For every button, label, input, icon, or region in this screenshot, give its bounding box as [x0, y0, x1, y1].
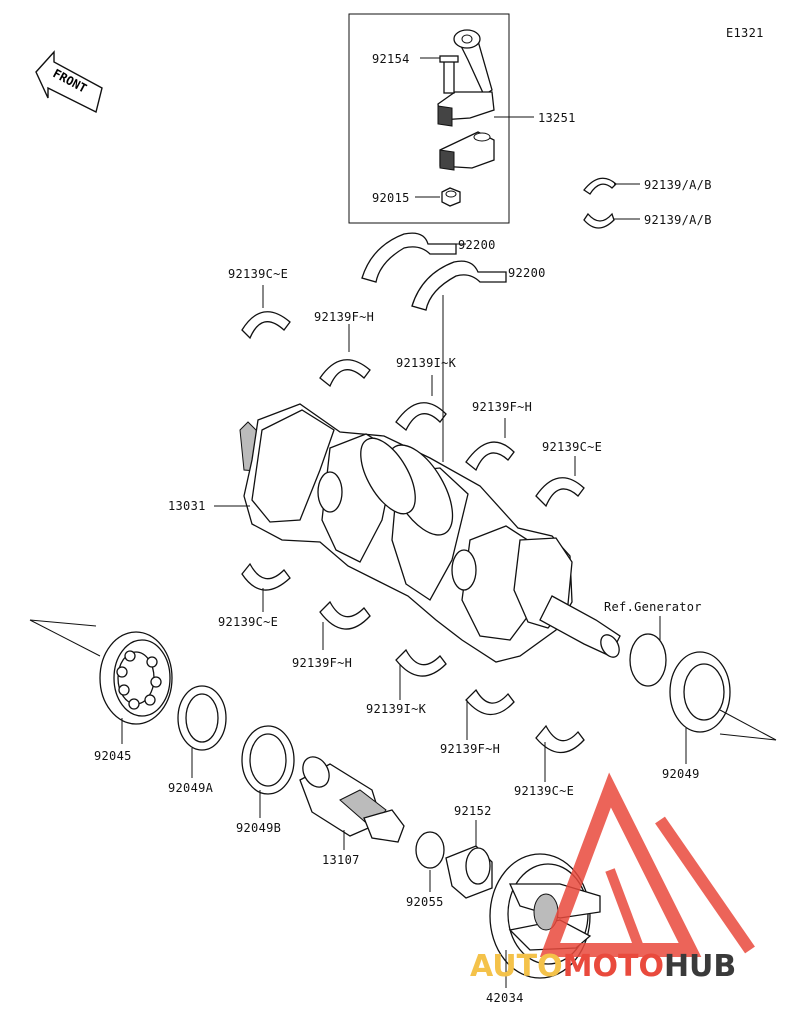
label-92154: 92154 — [372, 52, 410, 66]
watermark-moto: MOTO — [562, 949, 664, 984]
label-92139ik-1: 92139I~K — [396, 356, 457, 370]
label-92152: 92152 — [454, 804, 492, 818]
front-arrow-icon: FRONT — [35, 50, 103, 114]
label-13031: 13031 — [168, 499, 206, 513]
label-92139ce-2: 92139C~E — [542, 440, 603, 454]
label-92139fh-2: 92139F~H — [472, 400, 533, 414]
connecting-rod-box — [348, 13, 510, 224]
connecting-rod-icon — [437, 29, 495, 207]
oil-seal-icon — [629, 633, 731, 733]
label-92139ab-2: 92139/A/B — [644, 213, 712, 227]
label-92139fh-1: 92139F~H — [314, 310, 375, 324]
o-ring-icon — [415, 831, 445, 869]
shaft-icon — [299, 756, 405, 843]
bearing-shell-icon — [241, 562, 585, 754]
label-13107: 13107 — [322, 853, 360, 867]
label-92139fh-4: 92139F~H — [440, 742, 501, 756]
label-42034: 42034 — [486, 991, 524, 1005]
label-92045: 92045 — [94, 749, 132, 763]
collar-icon — [445, 845, 493, 899]
watermark-hub: HUB — [663, 949, 737, 984]
label-92015: 92015 — [372, 191, 410, 205]
label-92139ce-3: 92139C~E — [218, 615, 279, 629]
oil-seal-icon — [177, 685, 295, 795]
bearing-shell-icon — [583, 177, 617, 229]
label-92200-1: 92200 — [458, 238, 496, 252]
label-13251: 13251 — [538, 111, 576, 125]
label-92055: 92055 — [406, 895, 444, 909]
watermark-logo-icon — [539, 772, 755, 957]
label-92139ik-2: 92139I~K — [366, 702, 427, 716]
ball-bearing-icon — [99, 631, 173, 725]
label-92139ce-4: 92139C~E — [514, 784, 575, 798]
watermark-auto: AUTO — [470, 949, 563, 984]
bearing-shell-icon — [241, 311, 585, 508]
label-92049: 92049 — [662, 767, 700, 781]
label-92139ab-1: 92139/A/B — [644, 178, 712, 192]
diagram-code: E1321 — [726, 26, 764, 40]
label-92049b: 92049B — [236, 821, 282, 835]
label-92049a: 92049A — [168, 781, 214, 795]
label-92200-2: 92200 — [508, 266, 546, 280]
watermark-text: AUTOMOTOHUB — [470, 950, 736, 984]
label-ref-generator: Ref.Generator — [604, 600, 702, 614]
thrust-washer-icon — [361, 232, 507, 311]
crankshaft-icon — [239, 403, 621, 663]
label-92139ce-1: 92139C~E — [228, 267, 289, 281]
label-92139fh-3: 92139F~H — [292, 656, 353, 670]
